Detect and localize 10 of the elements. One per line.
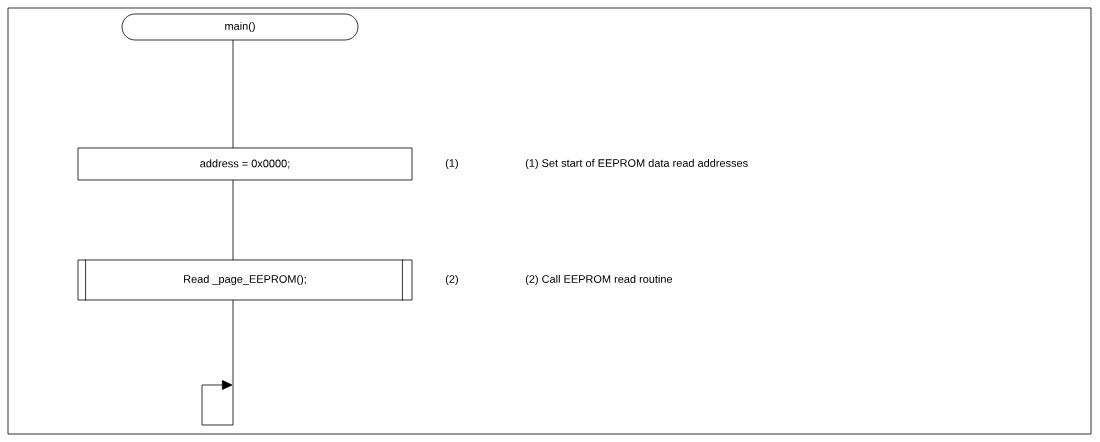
- terminal-box: main(): [121, 13, 359, 41]
- connector-line: [232, 39, 234, 149]
- process-box: address = 0x0000;: [77, 147, 413, 181]
- loop-arrow: [201, 299, 234, 426]
- step-number: (1): [445, 158, 458, 170]
- step-note: (2) Call EEPROM read routine: [525, 274, 673, 286]
- connector-line: [232, 179, 234, 261]
- step-number: (2): [445, 274, 458, 286]
- step-note: (1) Set start of EEPROM data read addresses: [525, 158, 748, 170]
- subroutine-box: Read _page_EEPROM();: [77, 259, 413, 301]
